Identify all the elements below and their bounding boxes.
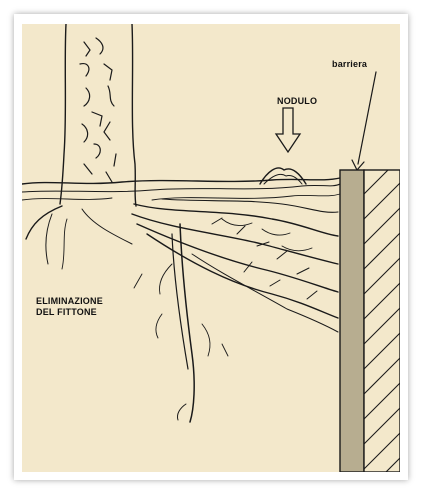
root-barrier-illustration: [22, 24, 400, 472]
barrier-label: barriera: [332, 59, 367, 70]
diagram-canvas: barriera NODULO ELIMINAZIONE DEL FITTONE: [22, 24, 400, 472]
taproot-label-line1: ELIMINAZIONE: [36, 296, 103, 307]
barrier-pointer: [358, 72, 376, 164]
nodule-arrow: [276, 108, 300, 152]
tree-trunk: [60, 24, 66, 204]
taproot-label-line2: DEL FITTONE: [36, 307, 103, 318]
tree-trunk-right: [132, 24, 136, 206]
taproot-removal-label: ELIMINAZIONE DEL FITTONE: [36, 296, 103, 318]
nodule-label: NODULO: [277, 96, 317, 107]
soil-surface: [22, 178, 340, 184]
barrier-front: [340, 170, 364, 472]
